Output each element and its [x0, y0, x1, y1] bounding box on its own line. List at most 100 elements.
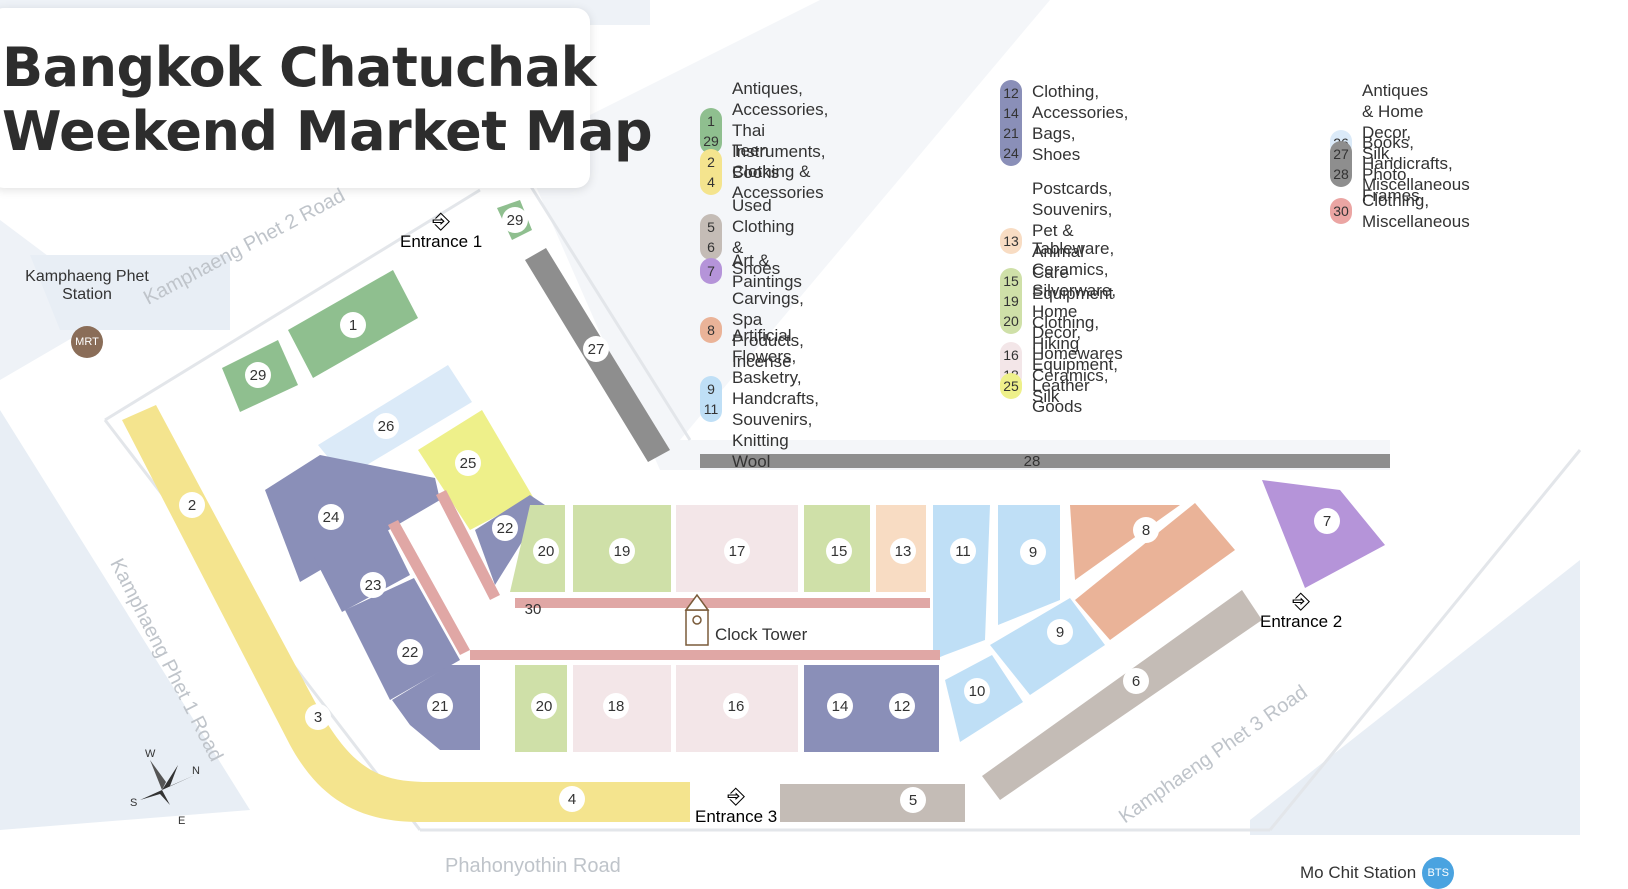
section-label-15: 15 — [826, 538, 852, 564]
entrance-2[interactable]: ⎆ Entrance 2 — [1260, 590, 1342, 632]
mrt-station[interactable]: Kamphaeng Phet Station MRT — [22, 250, 152, 358]
section-label-text: 19 — [614, 543, 631, 560]
section-label-circle — [1133, 517, 1159, 543]
legend-badge: 7 — [700, 258, 722, 284]
section-label-text: 1 — [349, 317, 357, 334]
section-label-13: 13 — [890, 538, 916, 564]
section-label-circle — [373, 413, 399, 439]
section-label-29: 29 — [245, 362, 271, 388]
section-label-circle — [427, 693, 453, 719]
entrance-3-label: Entrance 3 — [695, 807, 778, 826]
section-label-text: 13 — [895, 543, 912, 560]
legend-number: 28 — [1333, 165, 1349, 182]
entrance-1-label: Entrance 1 — [400, 232, 483, 251]
section-5[interactable] — [780, 784, 965, 822]
legend-number: 9 — [707, 380, 715, 397]
section-label-circle — [340, 312, 366, 338]
bts-station-name: Mo Chit Station — [1300, 863, 1417, 882]
section-label-circle — [609, 538, 635, 564]
entrance-3[interactable]: ⎆ Entrance 3 — [695, 785, 777, 827]
section-label-25: 25 — [455, 450, 481, 476]
section-label-23: 23 — [360, 572, 386, 598]
section-label-text: 26 — [378, 418, 395, 435]
section-label-text: 27 — [588, 341, 605, 358]
legend-text: Teen Clothing & Accessories — [732, 141, 824, 202]
section-6[interactable] — [982, 590, 1262, 800]
section-label-24: 24 — [318, 504, 344, 530]
section-label-circle — [492, 515, 518, 541]
section-label-circle — [826, 538, 852, 564]
section-label-2: 2 — [179, 492, 205, 518]
bts-station[interactable]: Mo Chit Station BTS — [1300, 857, 1455, 889]
section-label-circle — [900, 787, 926, 813]
section-label-22: 22 — [397, 639, 423, 665]
legend-item: 25 Ceramics, Silk — [1000, 365, 1109, 407]
legend-number: 13 — [1003, 233, 1019, 249]
section-label-text: 11 — [955, 543, 971, 560]
section-7[interactable] — [1262, 480, 1385, 588]
legend-number: 7 — [707, 263, 715, 279]
section-label-text: 12 — [894, 698, 911, 715]
section-label-29: 29 — [502, 207, 528, 233]
section-label-circle — [245, 362, 271, 388]
legend-badge: 8 — [700, 317, 722, 343]
section-8b[interactable] — [1075, 503, 1235, 640]
compass-e: E — [178, 815, 186, 827]
section-label-circle — [890, 538, 916, 564]
section-24[interactable] — [265, 455, 440, 582]
legend-text: Antiques, Accessories, Thai Instruments,… — [732, 79, 829, 182]
legend-number: 5 — [707, 219, 715, 235]
legend-number: 16 — [1003, 346, 1019, 363]
section-label-circle — [305, 704, 331, 730]
section-label-text: 16 — [728, 698, 745, 715]
section-11[interactable] — [933, 505, 990, 660]
legend-text: Ceramics, Silk — [1032, 366, 1109, 406]
legend-text: Books, Handicrafts, Miscellaneous — [1362, 133, 1470, 194]
section-2-3-4[interactable] — [122, 405, 690, 822]
section-label-14: 14 — [827, 693, 853, 719]
road-label-phahonyothin: Phahonyothin Road — [445, 855, 621, 877]
legend-number: 27 — [1333, 145, 1349, 162]
section-22-west[interactable] — [345, 578, 460, 700]
section-23[interactable] — [313, 520, 410, 612]
entrance-1[interactable]: ⎆ Entrance 1 — [400, 210, 482, 252]
legend-text: Carvings, Spa Products, Incense — [732, 289, 804, 371]
section-label-3: 3 — [305, 704, 331, 730]
legend-text: Tableware, Ceramics, Silverware, Home De… — [1032, 239, 1123, 363]
section-label-text: 25 — [460, 455, 477, 472]
section-label-circle — [455, 450, 481, 476]
legend-text: Used Clothing & Shoes — [732, 196, 795, 278]
section-label-text: 6 — [1132, 673, 1140, 690]
section-label-circle — [583, 336, 609, 362]
mrt-badge: MRT — [71, 326, 103, 358]
section-label-30: 30 — [525, 601, 542, 618]
section-label-circle — [603, 693, 629, 719]
section-14-12[interactable] — [804, 665, 939, 752]
section-label-circle — [723, 693, 749, 719]
section-label-circle — [397, 639, 423, 665]
section-label-text: 15 — [831, 543, 848, 560]
legend-number: 8 — [707, 322, 715, 338]
section-label-circle — [559, 786, 585, 812]
section-9-south[interactable] — [990, 598, 1105, 695]
section-label-circle — [950, 538, 976, 564]
section-label-circle — [1123, 668, 1149, 694]
legend-number: 21 — [1003, 125, 1019, 141]
compass-n: N — [192, 765, 200, 777]
section-30[interactable] — [388, 490, 940, 660]
legend-badge: 25 — [1000, 373, 1022, 399]
section-9-north[interactable] — [998, 505, 1060, 625]
section-label-text: 2 — [188, 497, 196, 514]
section-label-9: 9 — [1047, 619, 1073, 645]
section-28[interactable] — [700, 454, 1390, 468]
legend-text: Postcards, Souvenirs, Pet & Animal Care … — [1032, 179, 1114, 303]
